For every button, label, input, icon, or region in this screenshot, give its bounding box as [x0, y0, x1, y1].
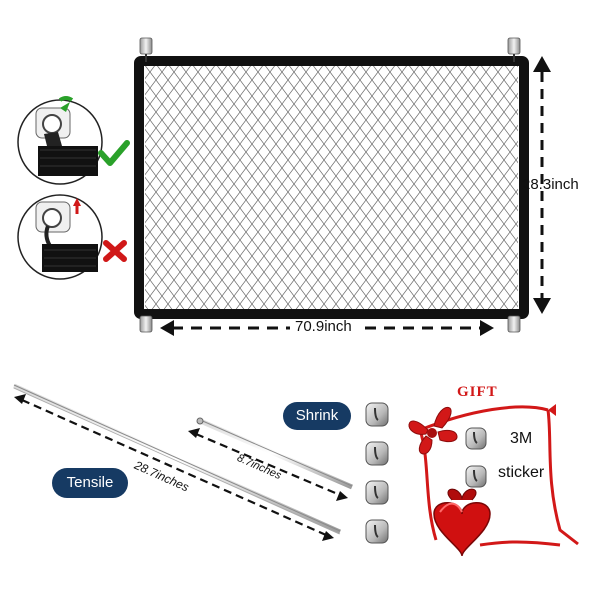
adhesive-hook-icon [365, 519, 389, 544]
corner-screw-icon [139, 37, 153, 62]
corner-screw-icon [139, 315, 153, 333]
height-dimension-arrow [533, 56, 551, 314]
adhesive-hook-icon [465, 427, 487, 450]
adhesive-hook-icon [365, 441, 389, 466]
gift-line-3m: 3M [510, 430, 533, 447]
check-mark-icon [98, 140, 130, 166]
gift-title: GIFT [457, 384, 498, 400]
corner-screw-icon [507, 37, 521, 62]
adhesive-hook-icon [365, 402, 389, 427]
short-length-arrow [188, 428, 348, 501]
shrink-badge: Shrink [283, 402, 351, 430]
x-mark-icon [103, 240, 127, 262]
hook-wrong-illustration [17, 194, 103, 280]
tensile-badge: Tensile [52, 468, 128, 498]
adhesive-hook-icon [465, 465, 487, 488]
hook-correct-illustration [17, 96, 103, 185]
short-rod [196, 417, 353, 490]
safety-gate [134, 56, 529, 319]
long-rod [12, 383, 342, 535]
width-label: 70.9inch [295, 318, 352, 335]
long-length-arrow [14, 394, 334, 541]
bow-icon [408, 407, 458, 455]
gift-box-icon [433, 488, 491, 557]
width-dimension-arrow [160, 320, 494, 336]
gift-line-sticker: sticker [498, 464, 545, 481]
adhesive-hook-icon [365, 480, 389, 505]
height-label: 28.3inch [522, 176, 579, 193]
corner-screw-icon [507, 315, 521, 333]
